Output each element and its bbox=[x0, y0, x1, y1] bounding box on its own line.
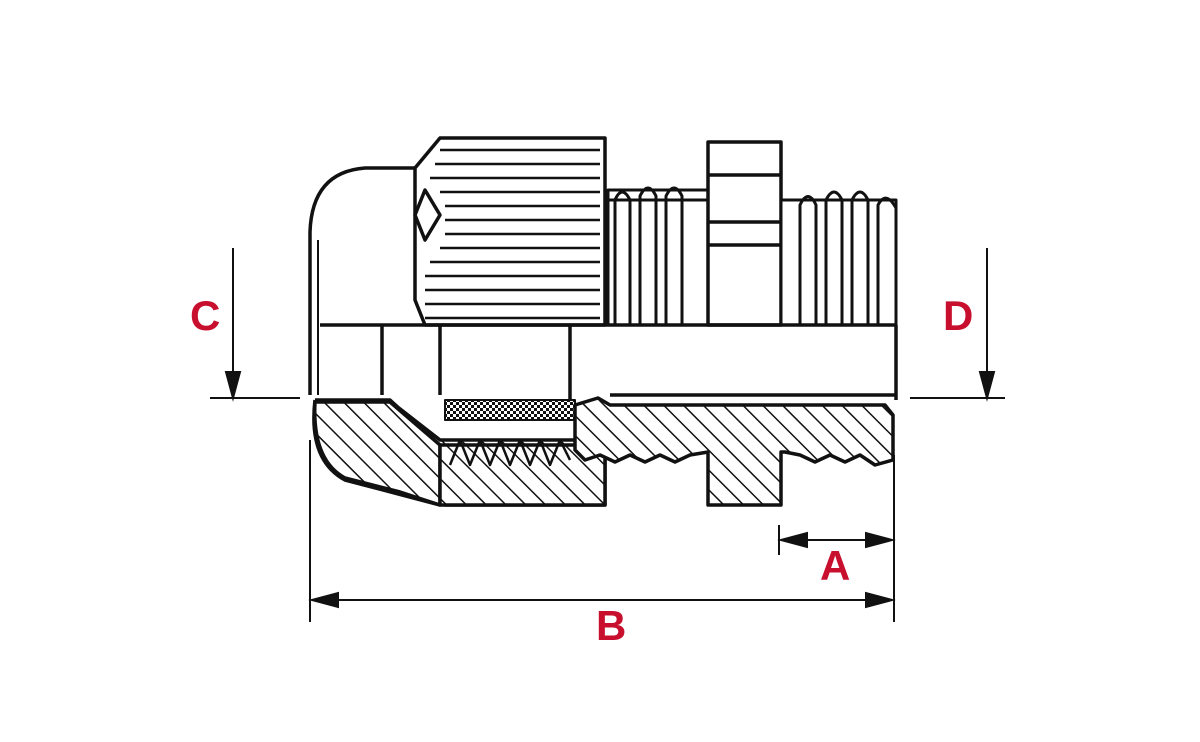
gland-body bbox=[308, 136, 898, 507]
label-b: B bbox=[596, 602, 626, 649]
dimension-lines bbox=[210, 248, 1005, 622]
dome-cap bbox=[308, 166, 415, 395]
dim-d-arrow bbox=[978, 371, 996, 402]
section-body bbox=[573, 396, 895, 507]
knurled-nut bbox=[413, 136, 607, 327]
label-a: A bbox=[820, 542, 850, 589]
dim-b-arrow-right bbox=[865, 591, 896, 609]
inner-thread bbox=[606, 186, 710, 327]
dim-a-arrow-left bbox=[777, 531, 808, 549]
outer-thread bbox=[779, 190, 898, 327]
dim-b-arrow-left bbox=[308, 591, 339, 609]
section-seal bbox=[444, 399, 576, 421]
hex-body bbox=[706, 140, 783, 327]
dimension-labels: C D A B bbox=[190, 292, 973, 649]
dim-c-arrow bbox=[224, 371, 242, 402]
label-d: D bbox=[943, 292, 973, 339]
dim-a-arrow-right bbox=[865, 531, 896, 549]
label-c: C bbox=[190, 292, 220, 339]
